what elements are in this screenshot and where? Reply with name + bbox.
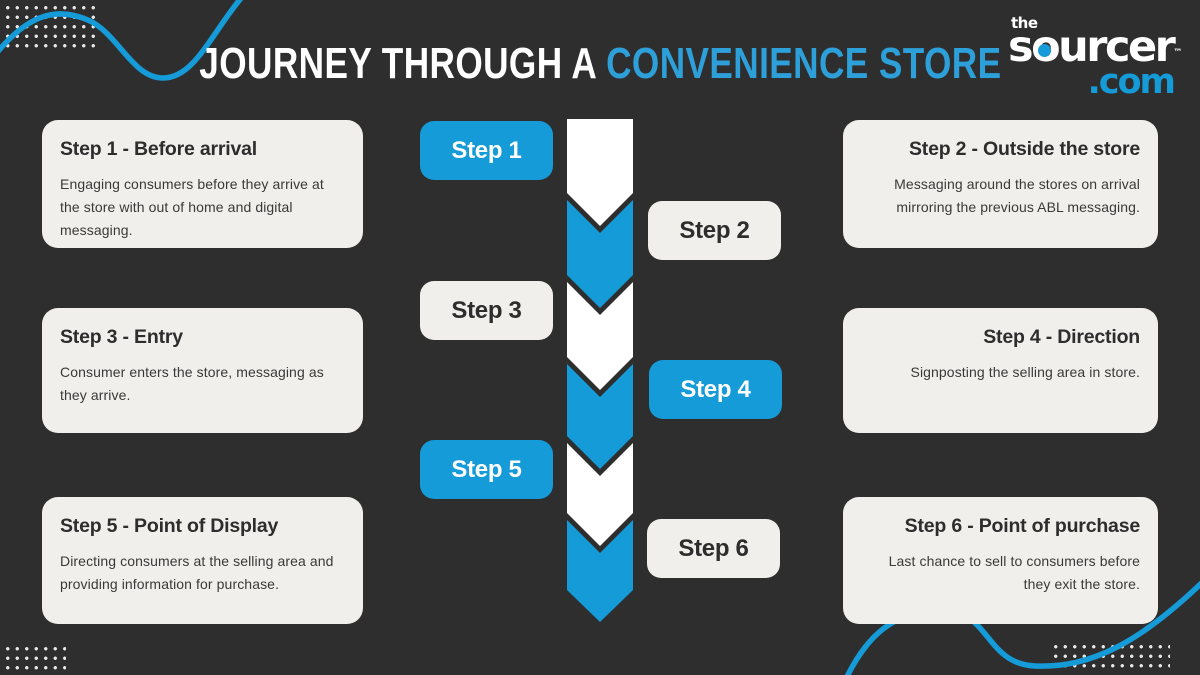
- step-2-heading: Step 2 - Outside the store: [908, 138, 1140, 160]
- chevron-5-icon: [567, 443, 633, 546]
- logo-urcer: urcer: [1058, 22, 1176, 72]
- logo-wordmark: sourcer™: [1008, 22, 1182, 72]
- dot-grid-bottom-left: [3, 644, 66, 674]
- dot-grid-bottom-right: [1051, 642, 1170, 673]
- step-4-heading: Step 4 - Direction: [983, 326, 1140, 348]
- step-4-card: Step 4 - Direction Signposting the selli…: [843, 308, 1158, 433]
- step-5-pill: Step 5: [420, 440, 553, 499]
- wave-line-bottom-right: [844, 580, 1200, 675]
- flow-arrow-column: [567, 119, 633, 622]
- step-6-description: Last chance to sell to consumers before …: [888, 553, 1140, 592]
- logo-s: s: [1008, 22, 1034, 72]
- step-2-card: Step 2 - Outside the store Messaging aro…: [843, 120, 1158, 248]
- page-title: JOURNEY THROUGH A CONVENIENCE STORE: [0, 42, 1200, 86]
- step-2-pill-label: Step 2: [679, 216, 750, 244]
- step-1-heading: Step 1 - Before arrival: [60, 138, 257, 160]
- step-3-description: Consumer enters the store, messaging as …: [60, 364, 324, 403]
- step-2-pill: Step 2: [648, 201, 781, 260]
- step-1-pill-label: Step 1: [451, 136, 522, 164]
- step-5-heading: Step 5 - Point of Display: [60, 515, 279, 537]
- step-4-description: Signposting the selling area in store.: [910, 364, 1140, 380]
- step-4-pill: Step 4: [649, 360, 782, 419]
- logo-o-with-dot: o: [1031, 22, 1061, 72]
- step-1-description: Engaging consumers before they arrive at…: [60, 176, 324, 238]
- chevron-2-icon: [567, 200, 633, 308]
- chevron-3-icon: [567, 282, 633, 390]
- step-1-pill: Step 1: [420, 121, 553, 180]
- step-2-description: Messaging around the stores on arrival m…: [894, 176, 1140, 215]
- step-3-pill-label: Step 3: [451, 296, 522, 324]
- logo-com-text: .com: [1087, 62, 1176, 103]
- wave-line-top-left: [0, 0, 244, 81]
- title-highlight: CONVENIENCE STORE: [605, 39, 1002, 88]
- chevron-6-icon: [567, 520, 633, 622]
- step-6-pill-label: Step 6: [678, 534, 749, 562]
- step-5-description: Directing consumers at the selling area …: [60, 553, 334, 592]
- step-4-pill-label: Step 4: [680, 375, 751, 403]
- step-6-pill: Step 6: [647, 519, 780, 578]
- step-6-heading: Step 6 - Point of purchase: [904, 515, 1141, 537]
- step-3-card: Step 3 - Entry Consumer enters the store…: [42, 308, 363, 433]
- trademark-symbol: ™: [1173, 48, 1183, 58]
- chevron-4-icon: [567, 364, 633, 469]
- chevron-1-icon: [567, 119, 633, 226]
- logo-the-text: the: [1011, 14, 1038, 32]
- step-1-card: Step 1 - Before arrival Engaging consume…: [42, 120, 363, 248]
- step-6-card: Step 6 - Point of purchase Last chance t…: [843, 497, 1158, 624]
- thesourcer-logo: the sourcer™ .com: [1008, 14, 1182, 103]
- title-prefix: JOURNEY THROUGH A: [198, 39, 596, 88]
- step-3-heading: Step 3 - Entry: [60, 326, 183, 348]
- step-3-pill: Step 3: [420, 281, 553, 340]
- step-5-card: Step 5 - Point of Display Directing cons…: [42, 497, 363, 624]
- step-5-pill-label: Step 5: [451, 455, 522, 483]
